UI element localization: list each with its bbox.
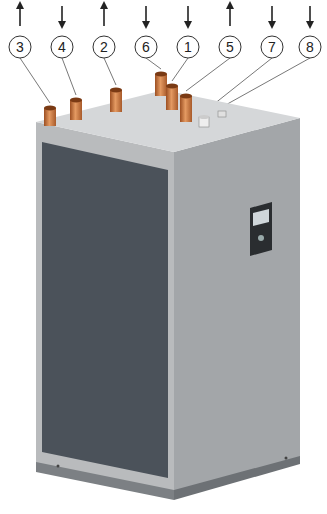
housing-front xyxy=(36,122,174,497)
arrow-head xyxy=(142,21,150,29)
arrow-head xyxy=(268,21,276,29)
callout-circle xyxy=(93,36,115,58)
callout-circle xyxy=(9,36,31,58)
pipe-connections xyxy=(44,72,226,128)
callout-number: 1 xyxy=(178,37,198,57)
leader-line xyxy=(222,58,310,107)
arrow-head xyxy=(58,21,66,29)
callout-number: 5 xyxy=(220,37,240,57)
leader-line xyxy=(172,58,188,81)
foot xyxy=(285,457,288,460)
display-knob xyxy=(258,235,264,241)
callout-number: 3 xyxy=(10,37,30,57)
callout-circle xyxy=(177,36,199,58)
arrow-head xyxy=(100,1,108,9)
callout-number: 8 xyxy=(300,37,320,57)
callout-circle xyxy=(261,36,283,58)
leader-line xyxy=(146,58,161,69)
leader-line xyxy=(62,58,76,95)
leader-line xyxy=(186,58,230,91)
callout-circles xyxy=(9,36,321,58)
flow-arrows xyxy=(16,1,314,29)
callout-number: 4 xyxy=(52,37,72,57)
arrow-head xyxy=(306,21,314,29)
arrow-head xyxy=(226,1,234,9)
arrow-head xyxy=(184,21,192,29)
foot xyxy=(57,465,60,468)
callout-circle xyxy=(51,36,73,58)
callout-number: 2 xyxy=(94,37,114,57)
leader-line xyxy=(20,58,50,103)
leader-line xyxy=(104,58,116,85)
plinth-front xyxy=(36,462,174,500)
control-display xyxy=(250,202,272,256)
callout-number: 7 xyxy=(262,37,282,57)
display-screen xyxy=(253,209,269,226)
callout-circle xyxy=(299,36,321,58)
plinth-side xyxy=(174,456,300,500)
arrow-head xyxy=(16,1,24,9)
callout-circle xyxy=(219,36,241,58)
front-panel xyxy=(42,142,168,478)
callout-circle xyxy=(135,36,157,58)
housing-side xyxy=(174,118,300,497)
callout-number: 6 xyxy=(136,37,156,57)
